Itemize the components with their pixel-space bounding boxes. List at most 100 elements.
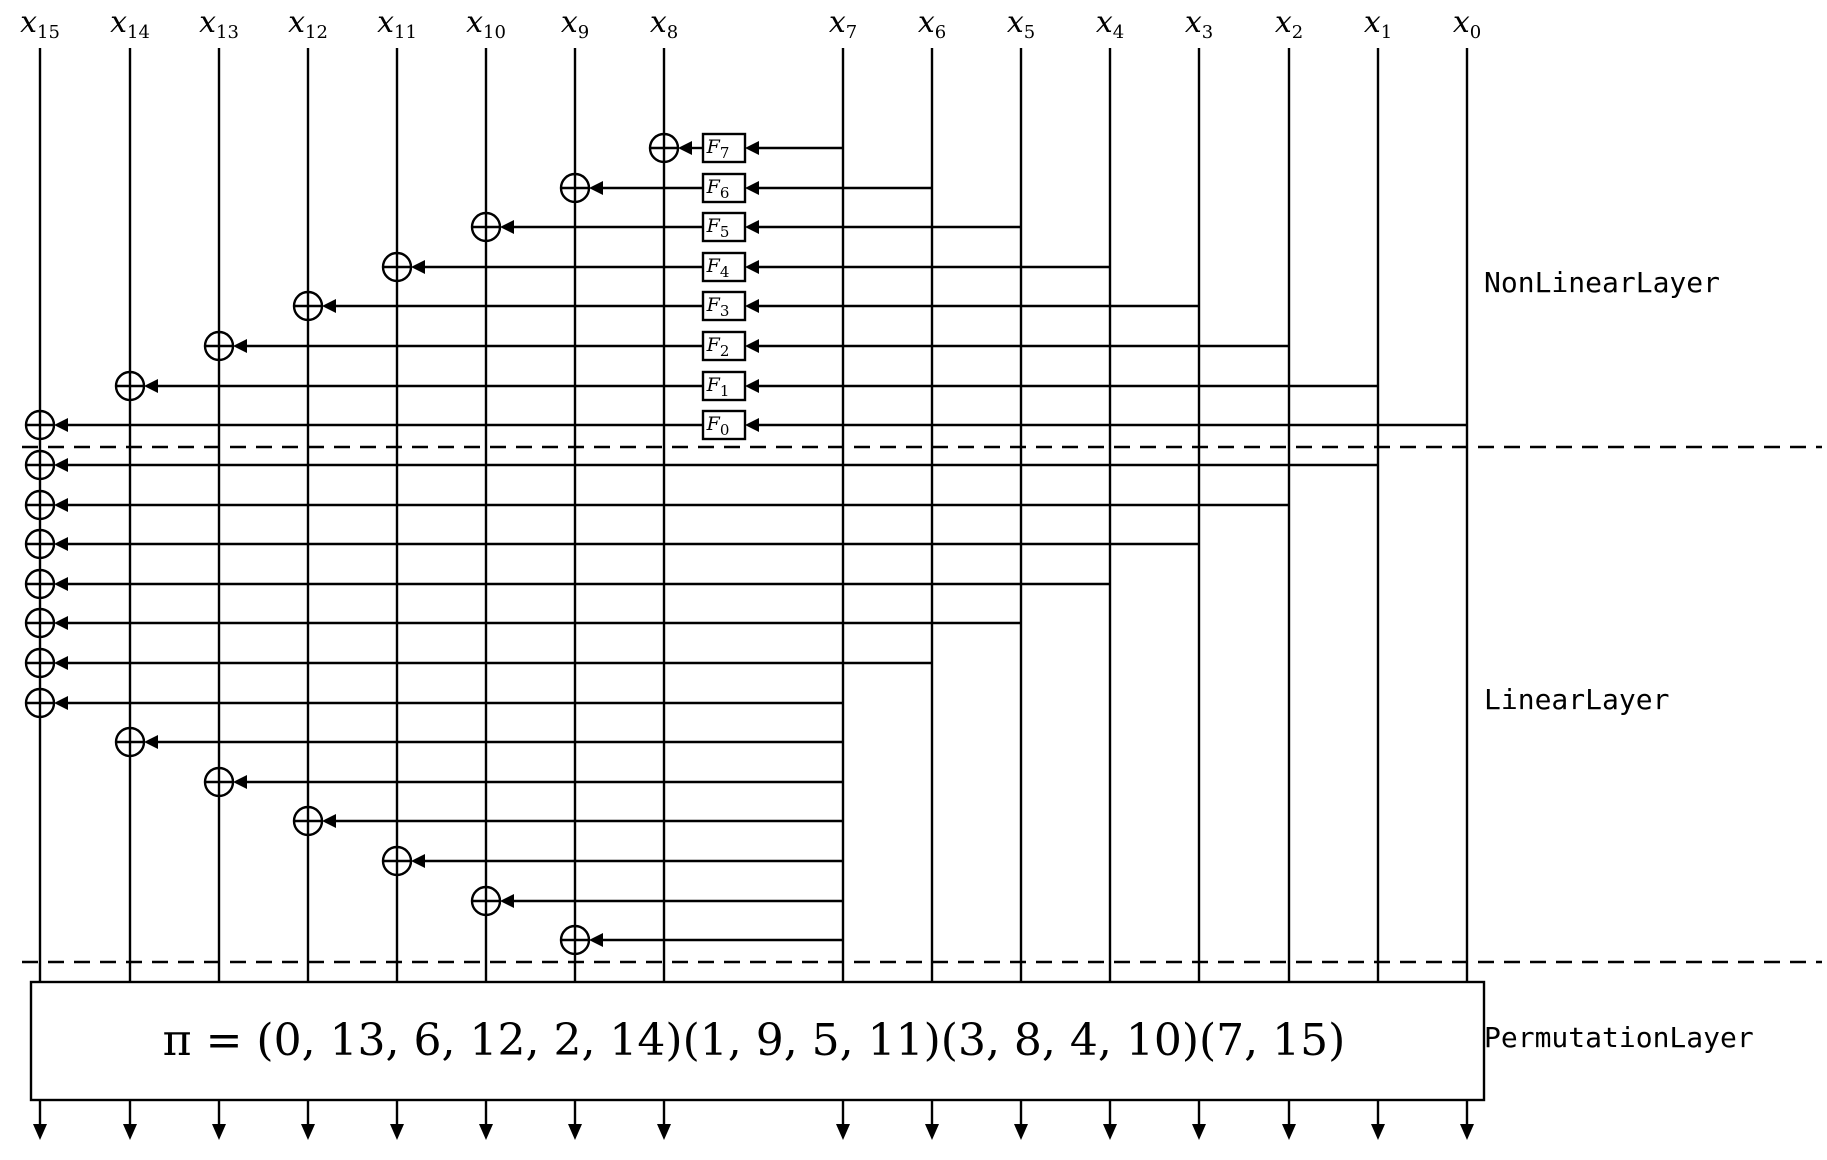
svg-text:F5: F5 — [706, 215, 730, 241]
svg-text:F6: F6 — [706, 176, 730, 202]
function-box-f6: F6 — [701, 172, 747, 204]
output-arrow-head — [390, 1124, 404, 1140]
label-x13: x13 — [199, 5, 239, 43]
label-x10: x10 — [466, 5, 506, 43]
output-arrows — [33, 1100, 1474, 1140]
wires-group — [38, 48, 1469, 982]
xor-gate — [24, 528, 56, 560]
output-arrow-head — [1103, 1124, 1117, 1140]
connection-lines — [54, 141, 1467, 947]
xor-gate — [24, 647, 56, 679]
arrow-head — [54, 696, 68, 710]
svg-text:F2: F2 — [706, 334, 730, 360]
arrow-head — [54, 458, 68, 472]
output-arrow-head — [123, 1124, 137, 1140]
arrow-head — [745, 220, 759, 234]
nonlinear-layer-label: NonLinearLayer — [1484, 266, 1720, 299]
svg-text:F7: F7 — [706, 136, 730, 162]
function-box-f1: F1 — [701, 370, 747, 402]
arrow-head — [745, 339, 759, 353]
output-arrow-head — [1192, 1124, 1206, 1140]
svg-text:F4: F4 — [706, 255, 730, 281]
function-box-f4: F4 — [701, 251, 747, 283]
permutation-layer-label: PermutationLayer — [1484, 1021, 1754, 1054]
xor-gate — [24, 409, 56, 441]
xor-gate — [203, 766, 235, 798]
arrow-head — [745, 299, 759, 313]
arrow-head — [144, 735, 158, 749]
label-x2: x2 — [1275, 5, 1303, 43]
arrow-head — [745, 141, 759, 155]
arrow-head — [233, 339, 247, 353]
label-x7: x7 — [829, 5, 857, 43]
function-box-f5: F5 — [701, 211, 747, 243]
layer-separators — [22, 445, 1822, 964]
output-arrow-head — [212, 1124, 226, 1140]
arrow-head — [589, 181, 603, 195]
function-box-f7: F7 — [701, 132, 747, 164]
arrow-head — [322, 299, 336, 313]
arrow-head — [54, 498, 68, 512]
label-x15: x15 — [20, 5, 60, 43]
xor-gate — [24, 568, 56, 600]
output-arrow-head — [657, 1124, 671, 1140]
output-arrow-head — [568, 1124, 582, 1140]
xor-gate — [114, 370, 146, 402]
label-x9: x9 — [561, 5, 589, 43]
arrow-head — [233, 775, 247, 789]
permutation-box — [29, 980, 1486, 1102]
output-arrow-head — [479, 1124, 493, 1140]
svg-text:F1: F1 — [706, 374, 730, 400]
arrow-head — [500, 220, 514, 234]
arrow-head — [54, 656, 68, 670]
label-x8: x8 — [650, 5, 678, 43]
xor-gate — [292, 290, 324, 322]
function-box-f0: F0 — [701, 409, 747, 441]
label-x14: x14 — [110, 5, 150, 43]
arrow-head — [54, 616, 68, 630]
arrow-head — [745, 260, 759, 274]
arrow-head — [411, 260, 425, 274]
output-arrow-head — [925, 1124, 939, 1140]
arrow-head — [411, 854, 425, 868]
permutation-formula: π = (0, 13, 6, 12, 2, 14)(1, 9, 5, 11)(3… — [163, 1015, 1346, 1066]
output-arrow-head — [33, 1124, 47, 1140]
arrow-head — [745, 379, 759, 393]
output-arrow-head — [301, 1124, 315, 1140]
xor-gate — [470, 885, 502, 917]
svg-text:F3: F3 — [706, 294, 730, 320]
label-x0: x0 — [1453, 5, 1481, 43]
xor-gate — [559, 924, 591, 956]
xor-gate — [24, 687, 56, 719]
label-x4: x4 — [1096, 5, 1124, 43]
output-arrow-head — [1014, 1124, 1028, 1140]
label-x3: x3 — [1185, 5, 1213, 43]
xor-gate — [648, 132, 680, 164]
arrow-head — [54, 537, 68, 551]
label-x11: x11 — [377, 5, 417, 43]
function-box-f2: F2 — [701, 330, 747, 362]
output-arrow-head — [836, 1124, 850, 1140]
label-x6: x6 — [918, 5, 946, 43]
arrow-head — [589, 933, 603, 947]
output-arrow-head — [1282, 1124, 1296, 1140]
label-x12: x12 — [288, 5, 328, 43]
xor-gate — [24, 449, 56, 481]
linear-layer-label: LinearLayer — [1484, 683, 1669, 716]
arrow-head — [678, 141, 692, 155]
label-x1: x1 — [1364, 5, 1392, 43]
arrow-head — [54, 418, 68, 432]
arrow-head — [745, 181, 759, 195]
arrow-head — [500, 894, 514, 908]
xor-gate — [381, 251, 413, 283]
arrow-head — [322, 814, 336, 828]
xor-gate — [24, 607, 56, 639]
output-arrow-head — [1371, 1124, 1385, 1140]
output-arrow-head — [1460, 1124, 1474, 1140]
xor-gates — [24, 132, 680, 956]
xor-gate — [203, 330, 235, 362]
xor-gate — [470, 211, 502, 243]
